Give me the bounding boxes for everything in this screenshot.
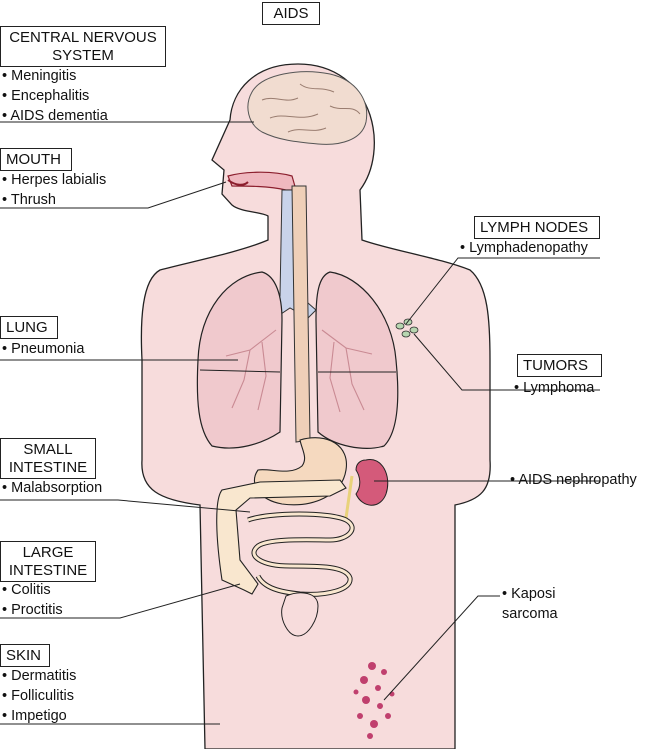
list-item: Herpes labialis (2, 170, 106, 190)
skin-heading: SKIN (6, 647, 42, 664)
large-intestine-heading-box: LARGE INTESTINE (0, 541, 96, 582)
kidney-list: AIDS nephropathy (510, 470, 637, 490)
list-item: Lymphoma (514, 378, 594, 398)
list-item: AIDS nephropathy (510, 470, 637, 490)
mouth-list: Herpes labialis Thrush (2, 170, 106, 210)
list-item: Lymphadenopathy (460, 238, 588, 258)
kidney (355, 459, 389, 506)
cns-list: Meningitis Encephalitis AIDS dementia (2, 66, 108, 126)
small-intestine-heading-box: SMALL INTESTINE (0, 438, 96, 479)
list-item: Colitis (2, 580, 63, 600)
lymph-nodes-heading: LYMPH NODES (480, 219, 589, 236)
tumors-heading: TUMORS (523, 357, 588, 374)
left-lung (315, 271, 399, 449)
kaposi-label: Kaposi sarcoma (502, 584, 572, 624)
list-item: Malabsorption (2, 478, 102, 498)
list-item: Dermatitis (2, 666, 76, 686)
list-item: Proctitis (2, 600, 63, 620)
large-intestine-list: Colitis Proctitis (2, 580, 63, 620)
list-item: Encephalitis (2, 86, 108, 106)
body-silhouette (140, 63, 491, 749)
list-item: Meningitis (2, 66, 108, 86)
cns-heading-box: CENTRAL NERVOUS SYSTEM (0, 26, 166, 67)
brain (247, 71, 368, 145)
lung-heading-box: LUNG (0, 316, 58, 339)
lung-heading: LUNG (6, 319, 48, 336)
cns-heading: CENTRAL NERVOUS SYSTEM (9, 29, 157, 64)
kaposi-lesions (353, 662, 395, 739)
right-lung (196, 271, 283, 449)
large-intestine (216, 479, 347, 595)
lymph-nodes-list: Lymphadenopathy (460, 238, 588, 258)
list-item: Folliculitis (2, 686, 76, 706)
kaposi-label-wrap: Kaposi sarcoma (502, 584, 572, 624)
tumors-heading-box: TUMORS (517, 354, 602, 377)
large-intestine-heading: LARGE INTESTINE (8, 544, 88, 579)
skin-list: Dermatitis Folliculitis Impetigo (2, 666, 76, 726)
small-intestine-list: Malabsorption (2, 478, 102, 498)
lymph-nodes-heading-box: LYMPH NODES (474, 216, 600, 239)
list-item: Thrush (2, 190, 106, 210)
mouth-heading: MOUTH (6, 151, 61, 168)
mouth-heading-box: MOUTH (0, 148, 72, 171)
list-item: Pneumonia (2, 339, 84, 359)
small-intestine-heading: SMALL INTESTINE (8, 441, 88, 476)
list-item: AIDS dementia (2, 106, 108, 126)
title-box: AIDS (262, 2, 320, 25)
lung-list: Pneumonia (2, 339, 84, 359)
title: AIDS (273, 5, 309, 22)
list-item: Impetigo (2, 706, 76, 726)
skin-heading-box: SKIN (0, 644, 50, 667)
bladder (281, 592, 319, 637)
tumors-list: Lymphoma (514, 378, 594, 398)
